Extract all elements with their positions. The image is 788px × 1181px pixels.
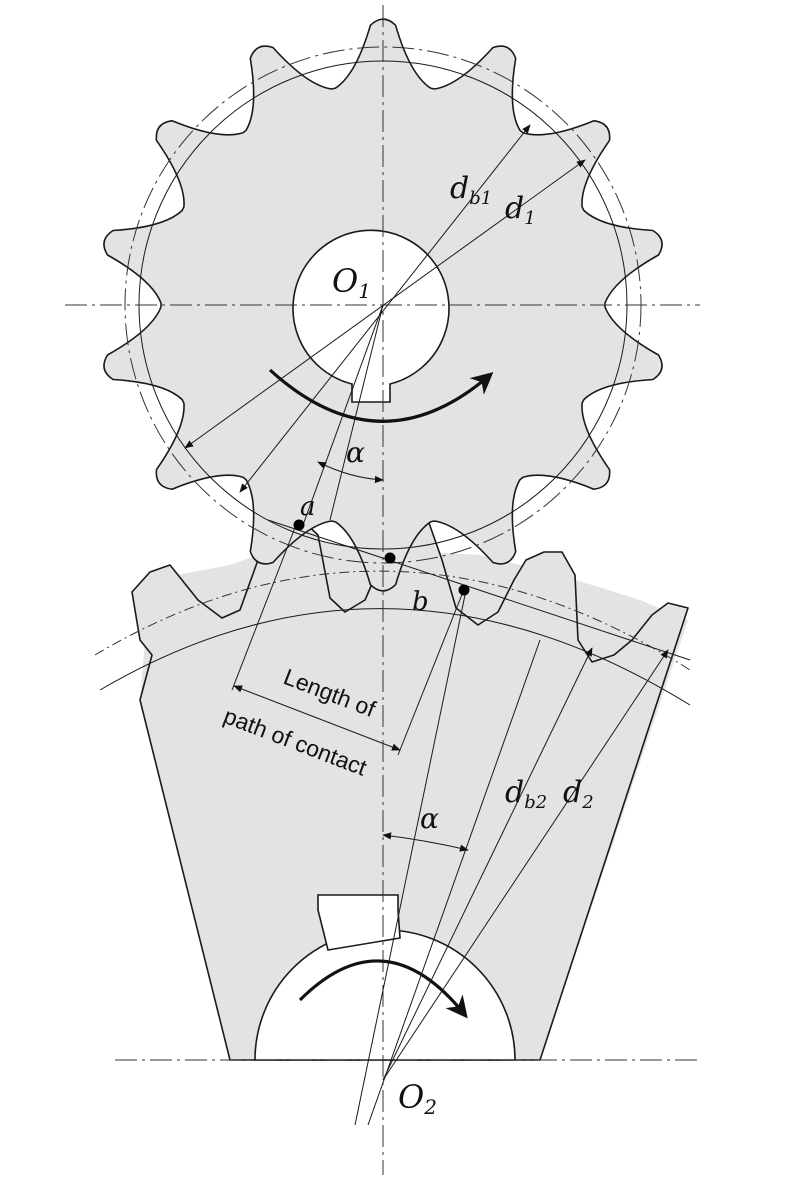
upper-rotation-arrow bbox=[268, 368, 494, 423]
pressure-angle-arc-top bbox=[317, 461, 384, 484]
lower-gear-keyway bbox=[317, 894, 401, 951]
label-d2: d2 bbox=[563, 775, 594, 813]
lower-pitch-arc bbox=[94, 570, 691, 671]
label-b: b bbox=[412, 587, 429, 617]
o2-radius-a bbox=[354, 594, 466, 1126]
label-d1: d1 bbox=[505, 191, 536, 229]
label-db2: db2 bbox=[505, 775, 547, 813]
path-length-dimension bbox=[233, 685, 401, 751]
label-o2: O2 bbox=[398, 1078, 437, 1119]
path-extension-right bbox=[397, 591, 464, 756]
label-db1: db1 bbox=[450, 171, 492, 209]
db2-line bbox=[382, 647, 593, 1081]
label-a: a bbox=[300, 492, 316, 522]
line-of-action bbox=[267, 519, 691, 661]
o2-radius-b bbox=[367, 639, 541, 1126]
pitch-point bbox=[384, 552, 396, 564]
pressure-angle-arc-bottom bbox=[382, 832, 469, 852]
d2-line bbox=[382, 649, 669, 1081]
lower-rotation-arrow bbox=[298, 959, 468, 1019]
contact-point-b bbox=[458, 584, 470, 596]
d1-line bbox=[184, 159, 586, 449]
o1-radius-b bbox=[329, 304, 384, 521]
label-alpha-bottom: α bbox=[420, 802, 439, 835]
label-o1: O1 bbox=[332, 262, 371, 303]
path-extension-left bbox=[231, 524, 297, 691]
contact-point-a bbox=[293, 519, 305, 531]
label-alpha-top: α bbox=[346, 436, 365, 469]
lower-base-arc bbox=[99, 608, 691, 706]
